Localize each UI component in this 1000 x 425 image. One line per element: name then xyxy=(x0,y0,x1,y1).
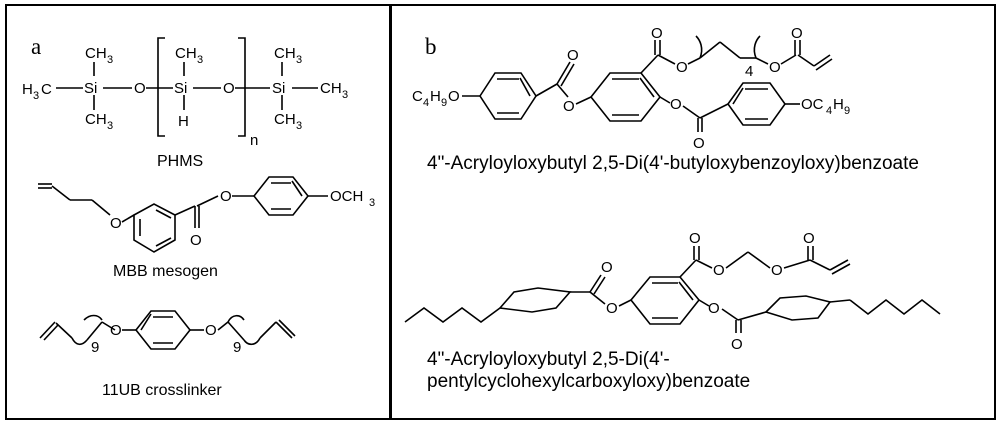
c1-oc4h9-oc: OC xyxy=(801,96,824,113)
svg-text:4: 4 xyxy=(826,105,832,117)
svg-text:9: 9 xyxy=(844,105,850,117)
ub11-o-left: O xyxy=(110,322,122,339)
phms-o-1: O xyxy=(134,80,146,97)
svg-text:9: 9 xyxy=(441,97,447,109)
ub11-repeat-right: 9 xyxy=(233,339,241,356)
svg-text:4: 4 xyxy=(423,97,429,109)
panel-b-frame xyxy=(389,4,996,420)
svg-text:3: 3 xyxy=(107,54,113,66)
c2-o-carbonyl-top: O xyxy=(689,230,701,247)
c1-oc4h9-h: H xyxy=(833,96,844,113)
ub11-o-right: O xyxy=(205,322,217,339)
compound2-caption-line1: 4"-Acryloyloxybutyl 2,5-Di(4'- xyxy=(427,349,670,370)
phms-ch3-top-left: CH xyxy=(85,45,107,62)
mbb-o-carbonyl: O xyxy=(190,232,202,249)
c1-c4h9o-c: C xyxy=(412,88,423,105)
c2-o-carbonyl-bottom: O xyxy=(731,336,743,353)
phms-h3c-c: C xyxy=(41,81,52,98)
compound1-structure: C 4 H 9 O O O O O 4 xyxy=(412,25,850,152)
phms-ch3-bottom-left: CH xyxy=(85,111,107,128)
compound2-structure: O O O O O O O O xyxy=(404,230,941,353)
ub11-structure: 9 O O 9 xyxy=(39,310,296,356)
c1-o-acrylate: O xyxy=(769,59,781,76)
phms-n: n xyxy=(250,132,258,149)
c2-o-carbonyl-left: O xyxy=(601,259,613,276)
mbb-caption: MBB mesogen xyxy=(113,263,218,280)
svg-text:3: 3 xyxy=(107,120,113,132)
phms-si-left: Si xyxy=(84,80,97,97)
svg-text:3: 3 xyxy=(296,120,302,132)
phms-ch3-bottom-right: CH xyxy=(274,111,296,128)
compound2-caption-line2: pentylcyclohexylcarboxyloxy)benzoate xyxy=(427,371,751,392)
c1-o-ester-a: O xyxy=(563,98,575,115)
phms-structure: Si H 3 C CH 3 CH 3 O Si CH 3 H O n Si CH… xyxy=(22,37,348,149)
ub11-repeat-left: 9 xyxy=(91,339,99,356)
phms-h3c-sub: 3 xyxy=(33,90,39,102)
c1-o-ester-top: O xyxy=(676,59,688,76)
c1-o-acrylate-carbonyl: O xyxy=(791,25,803,42)
svg-text:3: 3 xyxy=(197,54,203,66)
phms-si-right: Si xyxy=(272,80,285,97)
mbb-o-ether: O xyxy=(110,215,122,232)
mbb-structure: O O O OCH 3 xyxy=(38,176,375,253)
c1-c4h9o-h: H xyxy=(430,88,441,105)
phms-o-2: O xyxy=(223,80,235,97)
svg-text:3: 3 xyxy=(342,89,348,101)
c2-o-ester-top: O xyxy=(713,262,725,279)
c1-c4h9o-o: O xyxy=(448,88,460,105)
c1-o-carbonyl-a: O xyxy=(567,47,579,64)
c2-o-acrylate-carbonyl: O xyxy=(803,230,815,247)
phms-ch3-top-right: CH xyxy=(274,45,296,62)
mbb-o-ester: O xyxy=(220,188,232,205)
c1-repeat: 4 xyxy=(745,63,753,80)
c2-o-ester-bottom: O xyxy=(708,300,720,317)
panel-a-label: a xyxy=(31,34,42,59)
phms-ch3-right: CH xyxy=(320,80,342,97)
c2-o-ester-left: O xyxy=(606,300,618,317)
panel-b-label: b xyxy=(425,34,437,59)
mbb-och3: OCH xyxy=(330,188,363,205)
phms-h3c: H xyxy=(22,81,33,98)
panel-a-frame xyxy=(5,4,392,420)
compound1-caption: 4"-Acryloyloxybutyl 2,5-Di(4'-butyloxybe… xyxy=(427,153,919,174)
phms-si-middle: Si xyxy=(174,80,187,97)
svg-text:3: 3 xyxy=(369,197,375,209)
ub11-caption: 11UB crosslinker xyxy=(102,382,222,399)
phms-caption: PHMS xyxy=(157,153,204,170)
phms-h: H xyxy=(178,113,189,130)
c1-o-ester-bottom: O xyxy=(670,96,682,113)
c2-o-acrylate: O xyxy=(771,262,783,279)
c1-o-carbonyl-top: O xyxy=(651,25,663,42)
c1-o-carbonyl-b: O xyxy=(693,135,705,152)
svg-text:3: 3 xyxy=(296,54,302,66)
phms-ch3-top-middle: CH xyxy=(175,45,197,62)
